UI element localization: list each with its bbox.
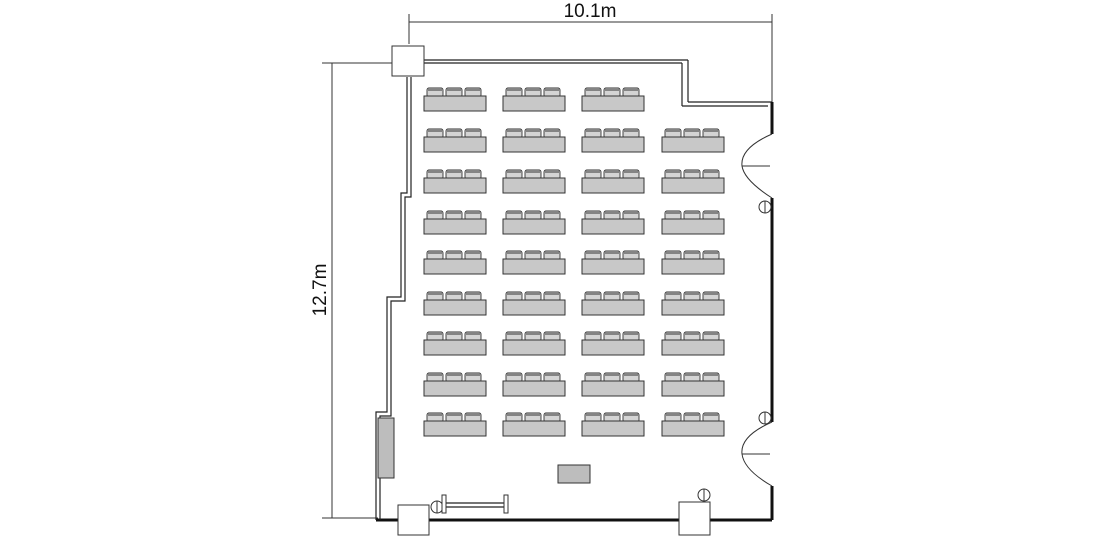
desk-unit — [581, 87, 645, 112]
desk-icon — [661, 218, 725, 235]
width-dimension: 10.1m — [408, 1, 773, 102]
desk-unit — [423, 128, 487, 153]
desk-icon — [581, 177, 645, 194]
bottom-left-pillar — [397, 504, 430, 536]
column-icon — [391, 45, 425, 77]
desk-unit — [502, 210, 566, 235]
desk-icon — [502, 136, 566, 153]
desk-unit — [423, 412, 487, 437]
desk-icon — [581, 380, 645, 397]
desk-icon — [423, 136, 487, 153]
desk-unit — [581, 412, 645, 437]
door-bottom-right — [741, 421, 773, 487]
desk-icon — [502, 299, 566, 316]
desk-icon — [423, 177, 487, 194]
desk-unit — [423, 169, 487, 194]
desk-icon — [661, 420, 725, 437]
desk-unit — [581, 331, 645, 356]
desk-icon — [423, 258, 487, 275]
column-icon — [430, 200, 772, 514]
bottom-right-pillar — [678, 501, 711, 536]
desk-unit — [423, 291, 487, 316]
desk-unit — [502, 128, 566, 153]
height-dimension: 12.7m — [310, 62, 392, 519]
desk-unit — [581, 291, 645, 316]
desk-icon — [661, 177, 725, 194]
desk-icon — [423, 218, 487, 235]
desk-unit — [661, 372, 725, 397]
desk-icon — [502, 380, 566, 397]
desk-icon — [581, 136, 645, 153]
door-top-right — [741, 133, 773, 199]
desk-icon — [661, 136, 725, 153]
desk-unit — [581, 372, 645, 397]
side-cabinet — [377, 417, 395, 479]
desk-icon — [502, 177, 566, 194]
width-label: 10.1m — [564, 1, 617, 22]
desk-unit — [502, 250, 566, 275]
desk-unit — [581, 250, 645, 275]
desk-icon — [661, 299, 725, 316]
desk-unit — [423, 87, 487, 112]
desk-icon — [502, 95, 566, 112]
desk-icon — [502, 339, 566, 356]
desk-unit — [423, 250, 487, 275]
height-label: 12.7m — [310, 264, 331, 317]
desk-unit — [423, 331, 487, 356]
lectern — [557, 464, 591, 484]
desk-unit — [661, 250, 725, 275]
desk-icon — [581, 95, 645, 112]
desk-unit — [661, 331, 725, 356]
desk-icon — [581, 218, 645, 235]
seating-grid — [423, 87, 725, 437]
desk-icon — [661, 339, 725, 356]
desk-unit — [502, 87, 566, 112]
desk-unit — [502, 412, 566, 437]
desk-icon — [661, 258, 725, 275]
desk-unit — [581, 210, 645, 235]
desk-unit — [423, 372, 487, 397]
desk-unit — [502, 169, 566, 194]
desk-icon — [502, 420, 566, 437]
desk-icon — [581, 420, 645, 437]
desk-icon — [581, 258, 645, 275]
desk-unit — [661, 412, 725, 437]
desk-unit — [581, 128, 645, 153]
desk-icon — [423, 95, 487, 112]
desk-unit — [502, 372, 566, 397]
desk-unit — [423, 210, 487, 235]
desk-icon — [502, 218, 566, 235]
desk-unit — [581, 169, 645, 194]
desk-icon — [423, 380, 487, 397]
desk-icon — [423, 299, 487, 316]
desk-icon — [581, 339, 645, 356]
desk-icon — [423, 339, 487, 356]
desk-unit — [661, 210, 725, 235]
desk-unit — [661, 169, 725, 194]
screen-rail — [441, 494, 509, 514]
desk-unit — [502, 331, 566, 356]
desk-icon — [661, 380, 725, 397]
desk-unit — [661, 128, 725, 153]
desk-unit — [661, 291, 725, 316]
desk-icon — [423, 420, 487, 437]
desk-icon — [581, 299, 645, 316]
desk-icon — [502, 258, 566, 275]
desk-unit — [502, 291, 566, 316]
